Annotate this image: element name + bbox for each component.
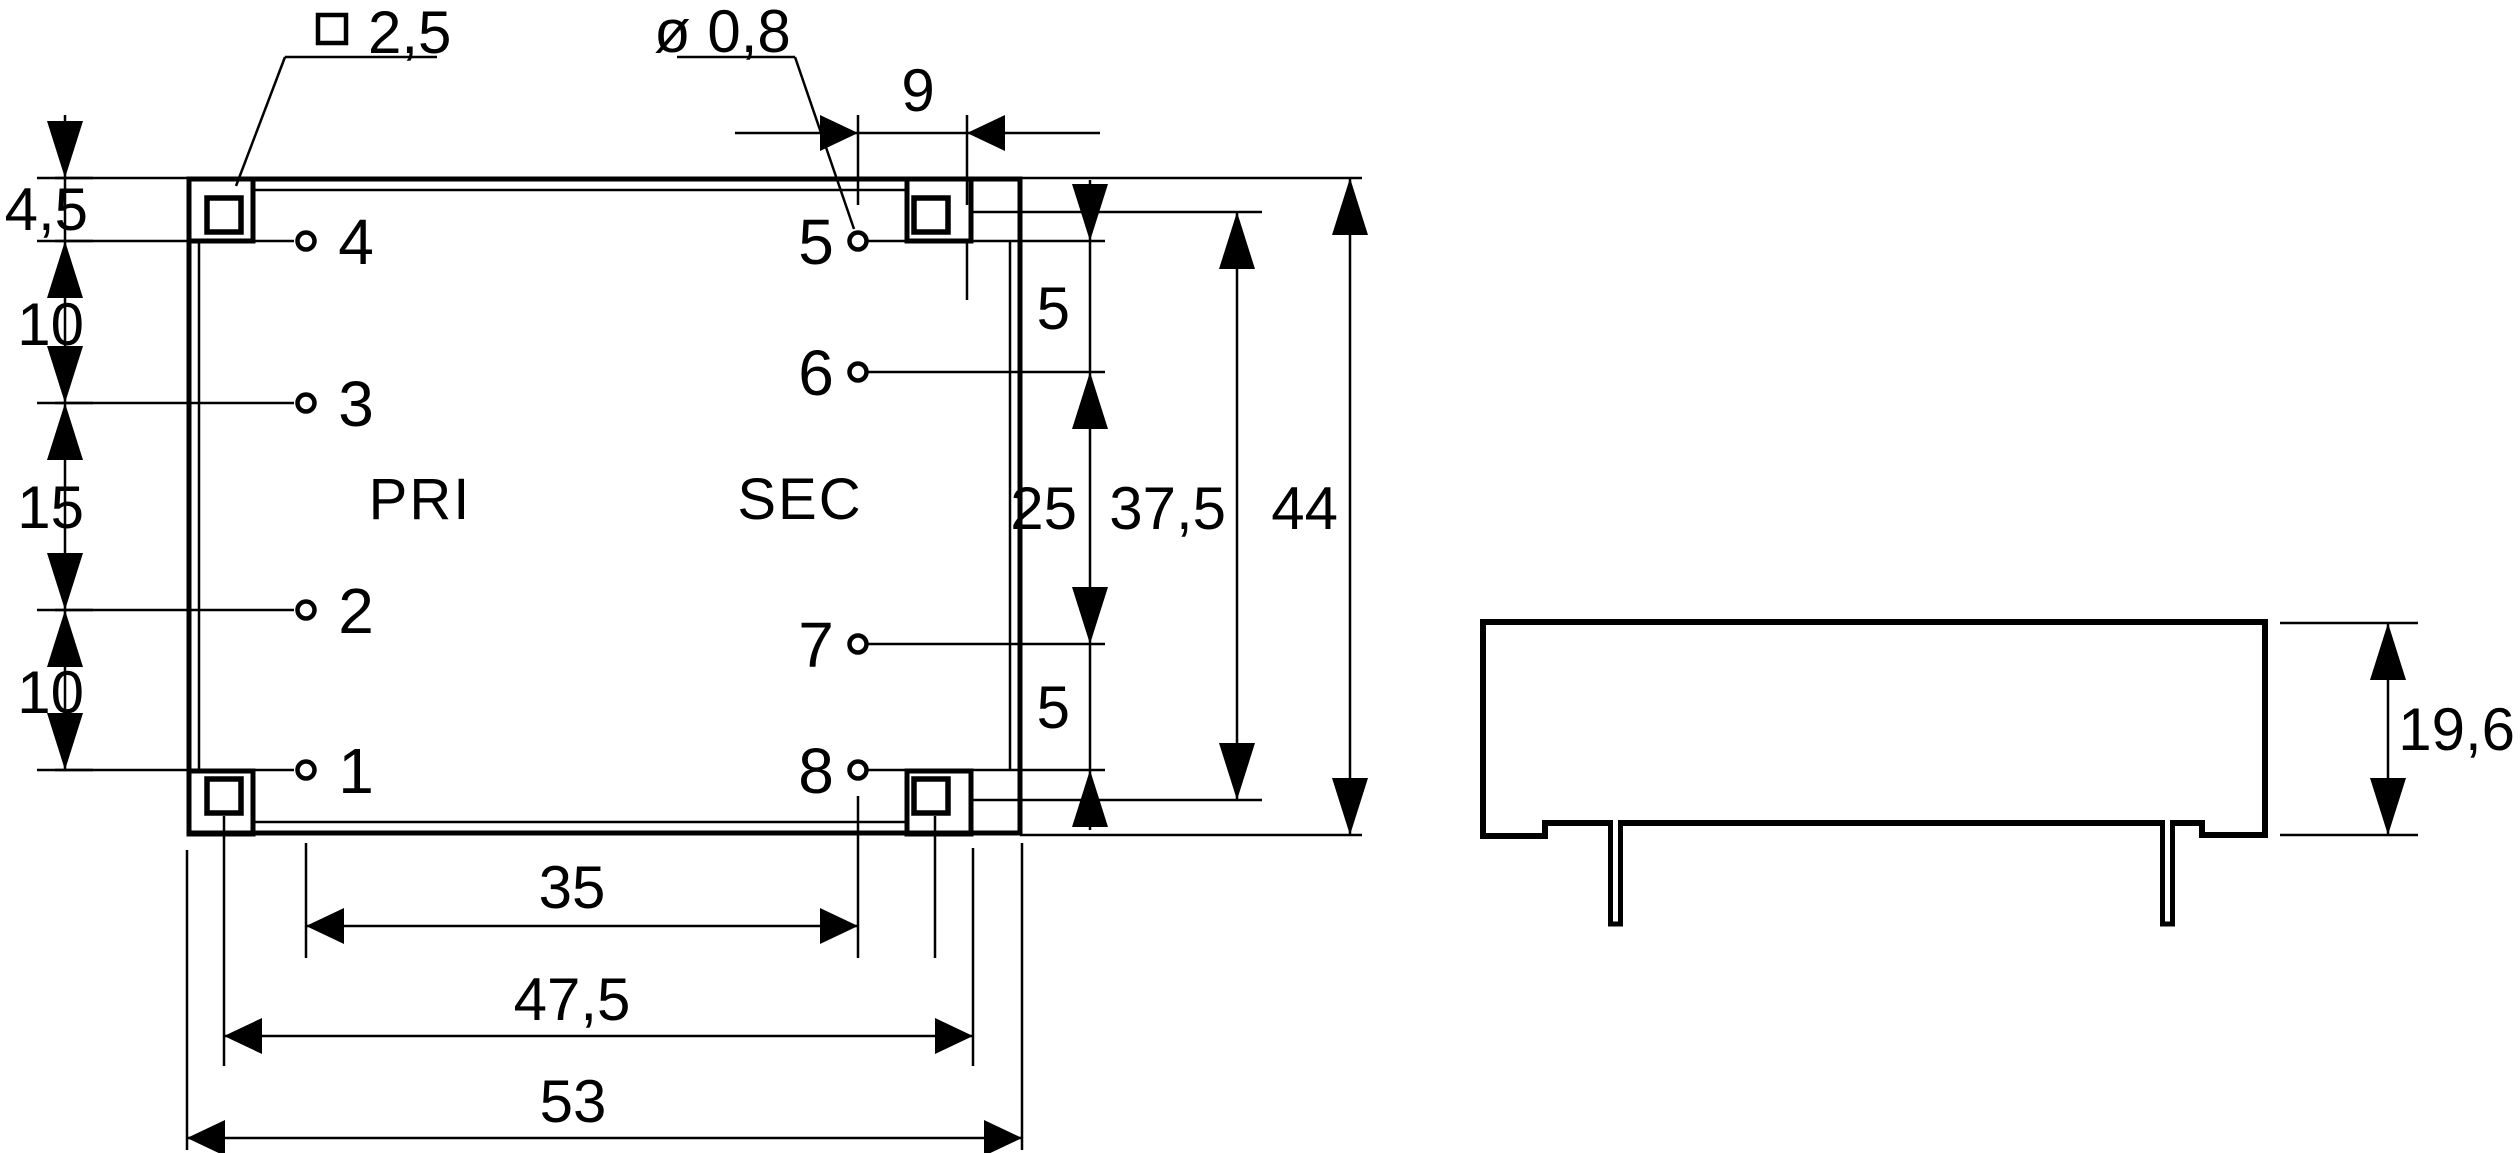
pin-label-3: 3 (338, 368, 374, 440)
solder-pins (295, 230, 869, 781)
pin-label-2: 2 (338, 575, 374, 647)
arrowhead (306, 908, 344, 944)
arrowhead (224, 1018, 262, 1054)
pin-label-8: 8 (798, 735, 834, 807)
dimension-left-chain: 4,5 10 15 10 (5, 115, 93, 772)
side-view-body-outline (1480, 619, 2268, 839)
dimension-body-width: 53 (187, 1068, 1022, 1153)
callout-mounting-pin-square: 2,5 (234, 0, 451, 187)
primary-winding-label: PRI (369, 467, 472, 532)
pin-label-4: 4 (338, 206, 374, 278)
top-view: 4 3 2 1 5 6 7 8 PRI SEC (55, 176, 1362, 837)
dim-10-label: 10 (17, 659, 84, 726)
dimension-right-chain: 5 25 5 (1010, 180, 1108, 830)
dim-9-label: 9 (901, 57, 934, 124)
arrowhead (935, 1018, 973, 1054)
square-size-label: 2,5 (368, 0, 451, 66)
pin-2-hole (295, 599, 317, 621)
dim-47-5-label: 47,5 (514, 966, 631, 1033)
arrowhead (967, 115, 1005, 151)
leader-line (234, 56, 287, 187)
bottom-extension-lines (185, 796, 1024, 1150)
dimension-body-height: 44 (1271, 178, 1368, 835)
mounting-pin-square (204, 195, 244, 235)
dim-44-label: 44 (1271, 475, 1338, 542)
pin-diameter-label: ø 0,8 (654, 0, 791, 65)
side-view-pin (2160, 820, 2175, 927)
callout-pin-diameter: ø 0,8 (654, 0, 856, 230)
pin-3-hole (295, 392, 317, 414)
pin-6-hole (847, 361, 869, 383)
pin-label-6: 6 (798, 337, 834, 409)
dimension-pin-to-pad-9: 9 (735, 57, 1100, 300)
pin-7-hole (847, 633, 869, 655)
dim-5-label: 5 (1037, 674, 1070, 741)
pin-label-5: 5 (798, 206, 834, 278)
top-view-body-outline (186, 176, 1023, 836)
dimension-mounting-pitch-vertical: 37,5 (1109, 212, 1255, 800)
dimension-mounting-pitch-horizontal: 47,5 (224, 966, 973, 1054)
dimension-side-height: 19,6 (2280, 621, 2515, 837)
dim-53-label: 53 (540, 1068, 607, 1135)
arrowhead (47, 403, 83, 460)
pin-label-7: 7 (798, 609, 834, 681)
arrowhead (984, 1120, 1022, 1153)
mounting-pin-square (911, 776, 951, 816)
pin-4-hole (295, 230, 317, 252)
arrowhead (1072, 372, 1108, 429)
square-symbol (315, 12, 349, 46)
pin-5-hole (847, 230, 869, 252)
dim-5-label: 5 (1037, 275, 1070, 342)
secondary-winding-label: SEC (737, 467, 862, 532)
row-extension-lines (55, 176, 1362, 837)
dim-25-label: 25 (1010, 475, 1077, 542)
arrowhead (1219, 743, 1255, 800)
arrowhead (1332, 778, 1368, 835)
dim-19-6-label: 19,6 (2398, 696, 2515, 763)
arrowhead (47, 610, 83, 667)
arrowhead (47, 713, 83, 770)
pin-8-hole (847, 759, 869, 781)
side-view-pin (1608, 820, 1623, 927)
arrowhead (47, 121, 83, 178)
arrowhead (2370, 623, 2406, 680)
pin-label-1: 1 (338, 735, 374, 807)
arrowhead (47, 346, 83, 403)
arrowhead (187, 1120, 225, 1153)
dim-10-label: 10 (17, 291, 84, 358)
dimension-pin-column-pitch: 35 (306, 854, 858, 944)
mounting-pin-square (911, 195, 951, 235)
dim-35-label: 35 (539, 854, 606, 921)
mounting-pin-square (204, 776, 244, 816)
pin-1-hole (295, 759, 317, 781)
arrowhead (47, 553, 83, 610)
arrowhead (1332, 178, 1368, 235)
arrowhead (820, 115, 858, 151)
arrowhead (1072, 770, 1108, 827)
arrowhead (1072, 184, 1108, 241)
arrowhead (1072, 587, 1108, 644)
arrowhead (820, 908, 858, 944)
dim-4-5-label: 4,5 (5, 176, 88, 243)
arrowhead (1219, 212, 1255, 269)
side-view (1480, 619, 2268, 927)
arrowhead (47, 241, 83, 298)
dim-15-label: 15 (17, 474, 84, 541)
arrowhead (2370, 778, 2406, 835)
dim-37-5-label: 37,5 (1109, 475, 1226, 542)
